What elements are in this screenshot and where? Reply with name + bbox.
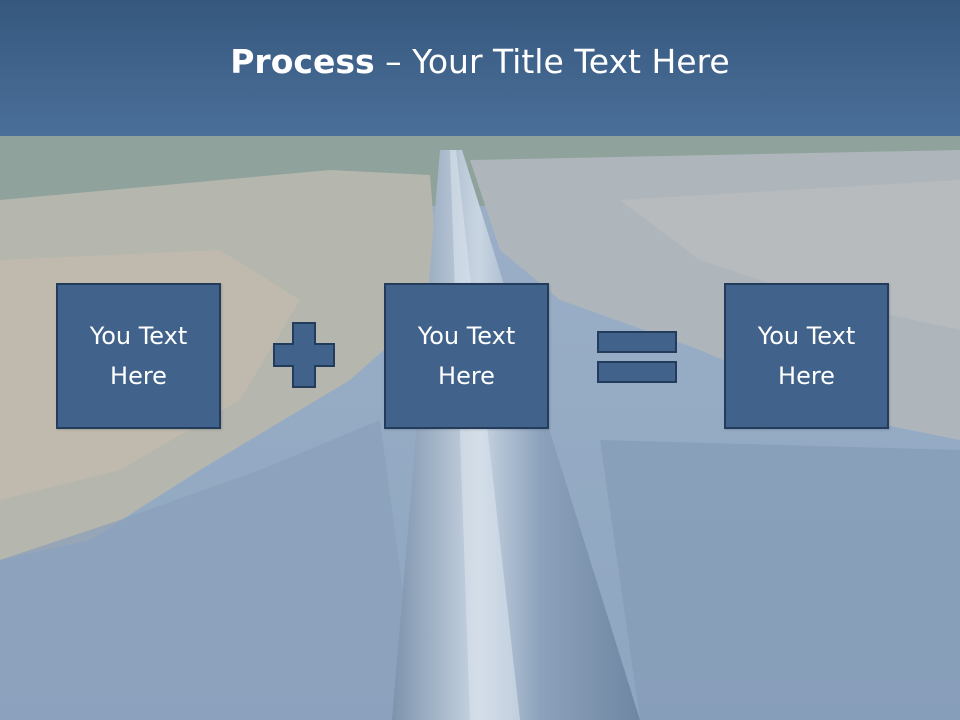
title-bar: Process – Your Title Text Here [0, 0, 960, 136]
text-box-3-line1: You Text [757, 322, 856, 350]
plus-icon [273, 322, 335, 388]
title-bold-text: Process [230, 41, 375, 81]
title-rest-text: – Your Title Text Here [374, 41, 730, 81]
text-box-3-line2: Here [778, 362, 835, 390]
text-box-2-line1: You Text [417, 322, 516, 350]
text-box-2-line2: Here [438, 362, 495, 390]
text-box-1-line1: You Text [89, 322, 188, 350]
equals-icon [597, 331, 677, 383]
slide-title: Process – Your Title Text Here [230, 42, 729, 81]
text-box-1-line2: Here [110, 362, 167, 390]
